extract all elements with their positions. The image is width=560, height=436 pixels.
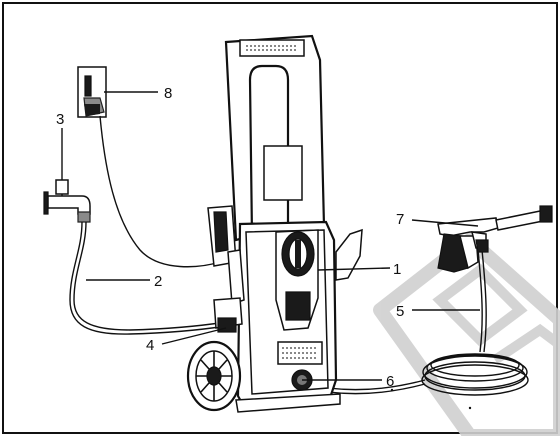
water-tap-icon (43, 179, 91, 223)
callout-3: 3 (56, 111, 64, 128)
callout-5: 5 (396, 303, 404, 320)
wheel-icon (186, 340, 242, 412)
leader-lines (61, 91, 480, 381)
debris-dot (390, 388, 394, 392)
spray-gun-icon (437, 205, 553, 273)
top-vent-grille-icon (246, 45, 298, 51)
lower-vent-grille-icon (277, 341, 323, 365)
leader-7 (411, 219, 479, 227)
callout-8: 8 (164, 85, 172, 102)
callout-7: 7 (396, 211, 404, 228)
leader-4 (161, 327, 227, 345)
power-cord (99, 115, 221, 268)
callout-2: 2 (154, 273, 162, 290)
supply-hose (69, 221, 227, 335)
callout-4: 4 (146, 337, 154, 354)
callout-1: 1 (393, 261, 401, 278)
leader-1 (317, 267, 391, 271)
debris-dot (468, 406, 472, 410)
callout-6: 6 (386, 373, 394, 390)
wall-mount-icon (77, 66, 107, 118)
pressure-washer-icon (186, 34, 363, 413)
